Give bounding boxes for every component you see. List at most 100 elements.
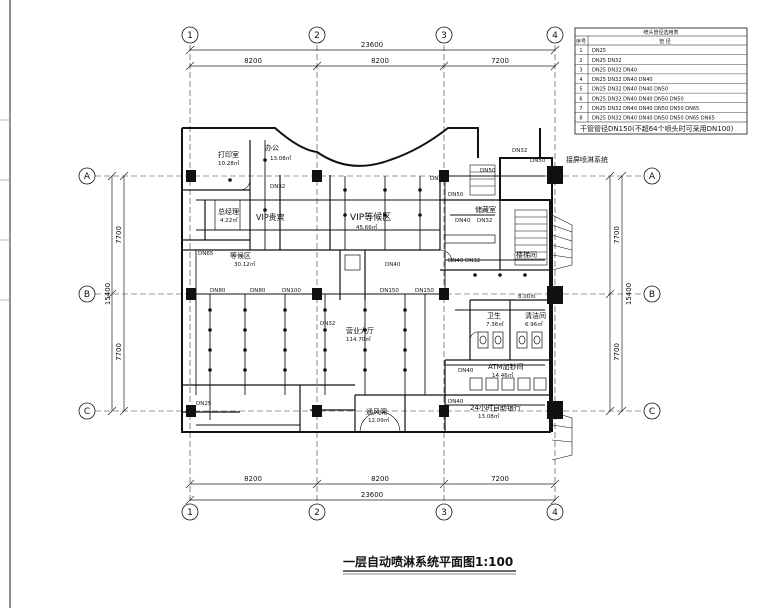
pipe-label: DN50 xyxy=(448,192,464,198)
axis-col-3-top: 3 xyxy=(441,31,447,41)
room-toilet-label: 卫生 xyxy=(487,311,501,320)
dim-overall-top: 23600 xyxy=(361,41,383,49)
room-vip-hall-label: VIP等候区 xyxy=(350,211,391,223)
structural-columns xyxy=(186,166,563,419)
legend-row-no: 7 xyxy=(579,106,582,112)
axis-row-b-right: B xyxy=(649,290,655,300)
legend-row-no: 8 xyxy=(579,116,582,122)
sprinkler-head xyxy=(228,178,232,182)
room-clean-label: 清洁间 xyxy=(525,311,546,320)
pipe-label: DN32 xyxy=(270,184,285,190)
sprinkler-head xyxy=(473,273,477,277)
sprinkler-head xyxy=(363,308,367,312)
sprinkler-head xyxy=(283,368,287,372)
dim-left-bay2: 7700 xyxy=(115,343,123,361)
dim-bay1-bottom: 8200 xyxy=(244,475,262,483)
sprinkler-head xyxy=(283,348,287,352)
pipe-label: DN32 xyxy=(465,258,480,264)
axis-col-4-bottom: 4 xyxy=(552,508,558,518)
sprinkler-head xyxy=(323,328,327,332)
exterior-stair xyxy=(551,214,573,461)
sprinkler-head xyxy=(263,208,267,212)
room-toilet-area: 7.36㎡ xyxy=(486,320,504,328)
sprinkler-head xyxy=(498,273,502,277)
legend-row-sizes: DN25 DN32 DN40 DN40 DN50 DN50 DN65 DN65 xyxy=(592,116,715,122)
pipe-label: DN25 xyxy=(196,401,212,407)
pipe-label: DN32 xyxy=(320,321,335,327)
room-self-area: 13.08㎡ xyxy=(478,412,500,420)
sprinkler-head xyxy=(363,348,367,352)
sprinkler-head xyxy=(343,188,347,192)
legend-row-sizes: DN25 DN32 DN40 DN40 DN50 DN50 DN65 xyxy=(592,106,699,112)
dim-left-bay1: 7700 xyxy=(115,226,123,244)
axis-col-2-top: 2 xyxy=(314,31,320,41)
room-lobby-label: 通风阁 xyxy=(366,407,387,416)
sprinkler-head xyxy=(363,328,367,332)
legend-header-no: 序号 xyxy=(576,38,586,45)
sprinkler-head xyxy=(383,213,387,217)
dimension-lines xyxy=(107,45,627,505)
room-storage-label: 储藏室 xyxy=(475,205,496,214)
room-print-area: 10.28㎡ xyxy=(218,159,240,167)
room-print-label: 打印室 xyxy=(218,150,239,159)
pipe-label: DN40 xyxy=(448,399,464,405)
dim-right-total: 15400 xyxy=(625,283,633,305)
legend-row-no: 6 xyxy=(579,96,582,102)
pipe-label: DN40 xyxy=(455,218,471,224)
legend-row-sizes: DN25 xyxy=(592,48,606,54)
sprinkler-head xyxy=(243,368,247,372)
sprinkler-head xyxy=(243,308,247,312)
room-office-area: 13.08㎡ xyxy=(270,154,292,162)
room-vip-small-label: VIP贵宾 xyxy=(256,212,285,222)
legend-row-no: 4 xyxy=(579,77,582,83)
dimension-texts: 23600 8200 8200 7200 8200 8200 7200 2360… xyxy=(104,41,633,499)
sprinkler-head xyxy=(208,308,212,312)
sprinkler-head xyxy=(418,188,422,192)
pipe-label: DN50 xyxy=(530,158,546,164)
legend-row-sizes: DN25 DN32 xyxy=(592,58,622,64)
pipe-label: DN65 xyxy=(198,251,214,257)
pipe-label: DN80 xyxy=(210,288,226,294)
dim-overall-bottom: 23600 xyxy=(361,491,383,499)
room-clean-area: 6.96㎡ xyxy=(525,320,543,328)
pipe-size-labels: DN80 DN80 DN100 DN150 DN150 DN40 DN32 DN… xyxy=(196,148,546,407)
sprinkler-heads xyxy=(208,158,527,372)
sprinkler-head xyxy=(208,368,212,372)
axis-col-1-top: 1 xyxy=(187,31,193,41)
axis-col-1-bottom: 1 xyxy=(187,508,193,518)
pipe-label: DN32 xyxy=(512,148,527,154)
room-wait-label: 等候区 xyxy=(230,251,251,260)
sprinkler-head xyxy=(323,348,327,352)
axis-row-a-left: A xyxy=(84,172,91,182)
dim-bay1-top: 8200 xyxy=(244,57,262,65)
axis-row-c-left: C xyxy=(84,407,90,417)
axis-bubbles xyxy=(78,26,661,521)
room-stair-area: 8.00㎡ xyxy=(518,292,536,300)
pipe-label: DN40 xyxy=(458,368,474,374)
pipe-label: DN150 xyxy=(380,288,399,294)
room-office-label: 办公 xyxy=(265,143,279,152)
pipe-label: DN100 xyxy=(282,288,301,294)
pipe-label: DN50 xyxy=(480,168,496,174)
doors xyxy=(239,179,479,433)
room-manager-area: 4.22㎡ xyxy=(220,216,238,224)
dim-right-bay1: 7700 xyxy=(613,226,621,244)
sprinkler-head xyxy=(343,213,347,217)
legend-row-sizes: DN25 DN32 DN40 DN40 DN50 DN50 xyxy=(592,96,684,102)
legend-title: 喷头管径选用表 xyxy=(643,29,678,36)
pipe-label: DN32 xyxy=(477,218,492,224)
legend-footnote: 干管管径DN150(不超64个喷头时可采用DN100) xyxy=(580,124,734,133)
room-self-label: 24小时自助银行 xyxy=(470,403,521,412)
sprinkler-head xyxy=(323,308,327,312)
sprinkler-head xyxy=(403,308,407,312)
axis-row-c-right: C xyxy=(649,407,655,417)
room-hall-label: 营业大厅 xyxy=(346,326,374,335)
pipe-label: DN40 xyxy=(448,258,464,264)
legend-row-no: 3 xyxy=(579,67,582,73)
interior-walls xyxy=(182,140,550,432)
pipe-label: DN40 xyxy=(385,262,401,268)
legend-header-size: 管 径 xyxy=(659,38,671,45)
dim-right-bay2: 7700 xyxy=(613,343,621,361)
dim-bay3-bottom: 7200 xyxy=(491,475,509,483)
